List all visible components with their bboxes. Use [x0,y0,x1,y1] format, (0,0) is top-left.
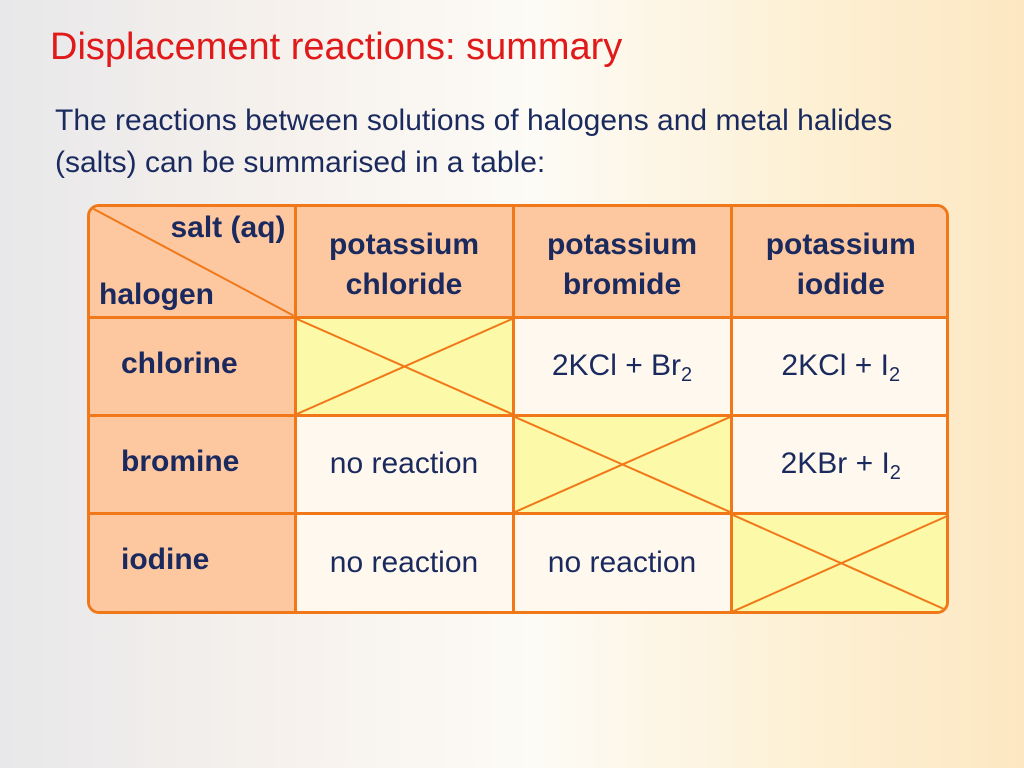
corner-label-salt: salt (aq) [170,211,286,244]
reaction-product: no reaction [547,545,697,579]
corner-diagonal [90,207,294,316]
row-header-label: bromine [121,444,240,478]
reaction-product: no reaction [329,447,479,481]
table-cell: no reaction [511,511,733,611]
intro-text: The reactions between solutions of halog… [55,104,893,179]
row-header-label: chlorine [121,346,238,380]
table-cell: 2KCl + I2 [729,315,946,417]
reaction-grid: salt (aq) halogen potassium chloride pot… [90,207,950,611]
cross-mark [297,319,512,414]
reaction-product: 2KBr + I [780,447,890,481]
corner-cell: salt (aq) halogen [90,207,297,319]
subscript: 2 [889,462,901,485]
empty-cell [511,413,733,515]
table-cell: no reaction [293,511,515,611]
row-header: bromine [90,413,297,515]
empty-cell [729,511,950,611]
header-row: salt (aq) halogen potassium chloride pot… [90,207,946,319]
corner-label-halogen: halogen [99,277,215,311]
row-header: iodine [90,511,297,611]
empty-cell [293,315,515,417]
reaction-product: 2KCl + I [781,349,889,383]
column-header: potassium bromide [511,207,733,319]
table-cell: 2KCl + Br2 [511,315,733,417]
subscript: 2 [888,364,901,387]
column-header: potassium iodide [729,207,946,319]
subscript: 2 [681,364,693,387]
table-cell: 2KBr + I2 [729,413,946,515]
reaction-table: salt (aq) halogen potassium chloride pot… [87,204,949,614]
cross-mark [515,417,730,512]
row-header: chlorine [90,315,297,417]
column-header: potassium chloride [293,207,515,319]
reaction-product: 2KCl + Br [551,349,682,383]
cross-mark [733,515,950,611]
table-row: iodine no reaction no reaction [90,511,950,611]
row-header-label: iodine [121,542,210,576]
table-row: chlorine 2KCl + Br2 2KCl + I2 [90,315,946,417]
table-row: bromine no reaction 2KBr + I2 [90,413,946,515]
table-cell: no reaction [293,413,515,515]
reaction-product: no reaction [329,545,479,579]
slide-title: Displacement reactions: summary [50,26,623,68]
